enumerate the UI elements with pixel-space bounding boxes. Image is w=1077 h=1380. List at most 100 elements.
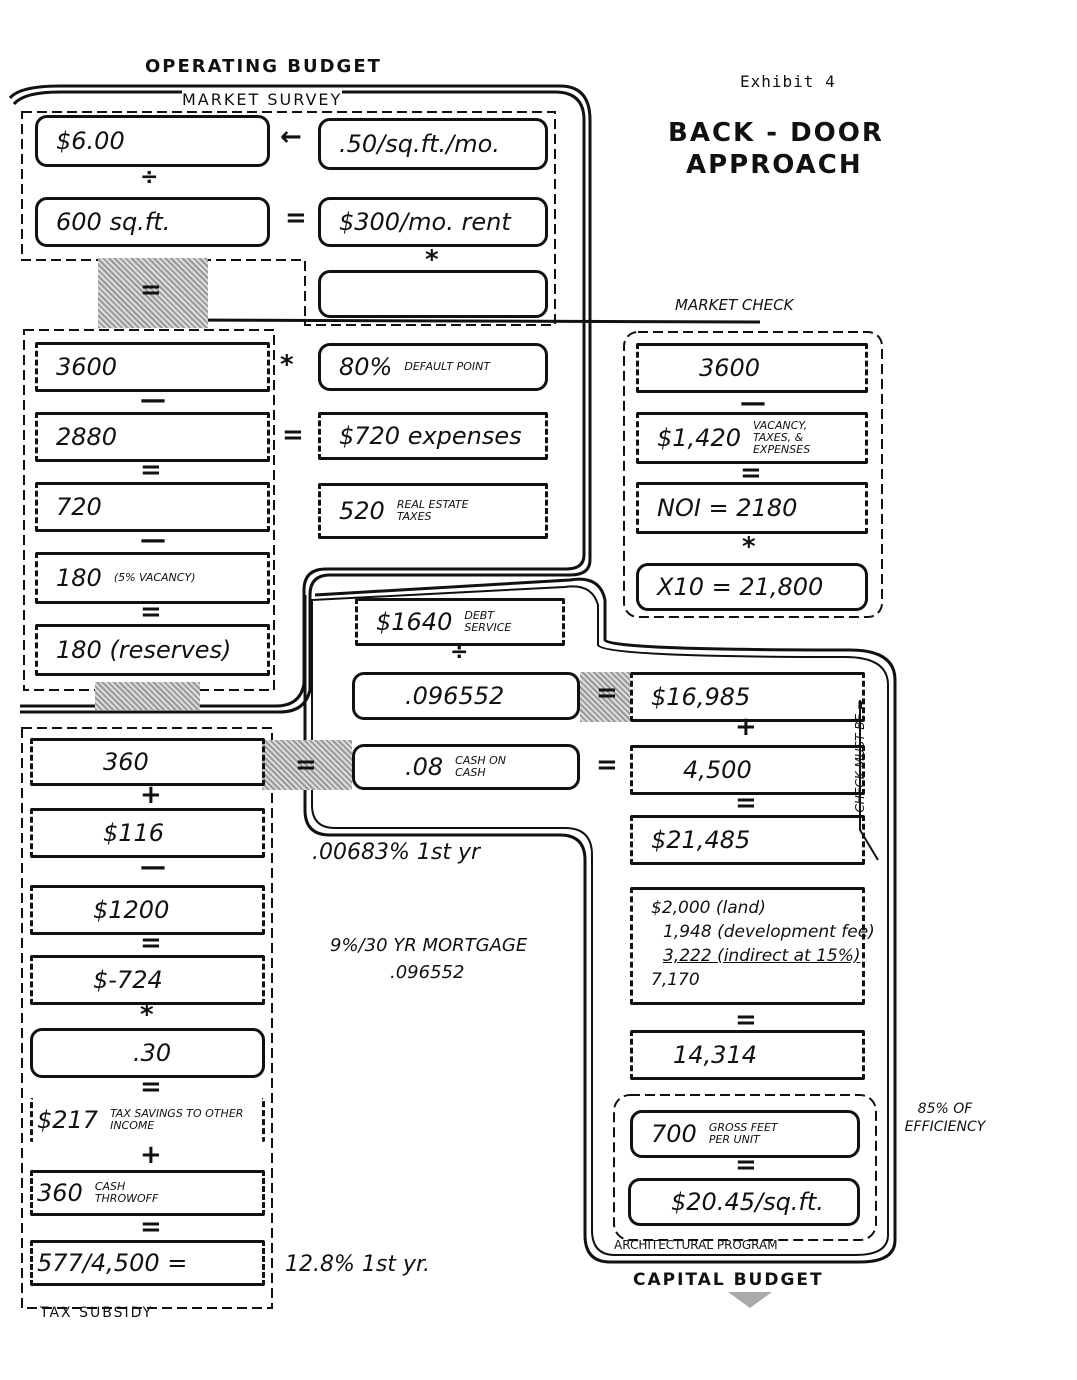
note: default point bbox=[404, 360, 491, 373]
equity-box: 4,500 bbox=[630, 745, 865, 795]
note: (5% vacancy) bbox=[113, 571, 196, 584]
shade bbox=[580, 672, 630, 722]
area-box: 600 sq.ft. bbox=[35, 197, 270, 247]
equals-operator: = bbox=[140, 1212, 162, 1242]
deductions-box: $1,420 vacancy, taxes, & expenses bbox=[636, 412, 868, 464]
note: vacancy, taxes, & expenses bbox=[752, 419, 811, 456]
mortgage-constant-box: .096552 bbox=[352, 672, 580, 720]
equals-operator: = bbox=[735, 1005, 757, 1035]
equals-operator: = bbox=[140, 1072, 162, 1102]
market-value-box: X10 = 21,800 bbox=[636, 563, 868, 611]
times-operator: * bbox=[140, 1000, 154, 1030]
value: 180 bbox=[56, 564, 102, 592]
page-title-line2: Approach bbox=[686, 150, 863, 180]
loan-amount-box: $16,985 bbox=[630, 672, 865, 722]
note: tax savings to other income bbox=[110, 1107, 244, 1132]
market-gross-box: 3600 bbox=[636, 343, 868, 393]
rate-box: .50/sq.ft./mo. bbox=[318, 118, 548, 170]
equals-operator: = bbox=[140, 597, 162, 627]
shade bbox=[98, 258, 208, 328]
times-operator: * bbox=[425, 245, 439, 275]
value: 700 bbox=[651, 1120, 697, 1148]
cash-on-cash-box: .08cash on cash bbox=[352, 744, 580, 790]
note: cash throwoff bbox=[94, 1180, 159, 1205]
land-line: $2,000 (land) bbox=[651, 898, 766, 918]
value: 80% bbox=[339, 353, 393, 381]
exhibit-label: Exhibit 4 bbox=[740, 72, 836, 91]
market-check-connector bbox=[149, 318, 761, 324]
taxable-loss-box: $-724 bbox=[30, 955, 265, 1005]
debt-service-box: $1640 debt service bbox=[355, 598, 565, 646]
note: debt service bbox=[464, 609, 512, 634]
shade bbox=[262, 740, 352, 790]
efficiency-note: 85% of efficiency bbox=[904, 1101, 986, 1135]
architectural-program-border bbox=[613, 1094, 877, 1241]
tax-subsidy-label: Tax Subsidy bbox=[40, 1305, 154, 1321]
shade bbox=[95, 682, 200, 710]
return-box: 577/4,500 = bbox=[30, 1240, 265, 1286]
default-point-box: 80% default point bbox=[318, 343, 548, 391]
market-check-label: Market Check bbox=[675, 296, 794, 314]
times-operator: * bbox=[742, 532, 756, 562]
reserves-box: 180 (reserves) bbox=[35, 624, 270, 676]
arrow-left-icon: ← bbox=[280, 122, 302, 152]
development-fee-line: 1,948 (development fee) bbox=[663, 922, 875, 942]
return-result: 12.8% 1st yr. bbox=[285, 1252, 430, 1277]
market-check-border bbox=[623, 331, 883, 618]
value: $1640 bbox=[376, 608, 453, 636]
construction-budget-box: 14,314 bbox=[630, 1030, 865, 1080]
minus-operator: — bbox=[140, 385, 166, 415]
plus-operator: + bbox=[735, 712, 757, 742]
capital-budget-border bbox=[303, 577, 897, 1264]
cost-per-sqft-box: $20.45/sq.ft. bbox=[628, 1178, 860, 1226]
check-note: Check must be = bbox=[853, 700, 867, 813]
blank-box bbox=[318, 270, 548, 318]
equals-operator: = bbox=[735, 788, 757, 818]
tax-rate-box: .30 bbox=[30, 1028, 265, 1078]
cash-throwoff-box: 360 cash throwoff bbox=[30, 1170, 265, 1216]
equals-operator: = bbox=[735, 1150, 757, 1180]
indirect-line: 3,222 (indirect at 15%) bbox=[663, 946, 861, 966]
architectural-program-label: Architectural Program bbox=[614, 1238, 778, 1252]
value: 520 bbox=[339, 497, 385, 525]
minus-operator: — bbox=[140, 852, 166, 882]
vacancy-box: 180 (5% vacancy) bbox=[35, 552, 270, 604]
expenses-box: $720 expenses bbox=[318, 412, 548, 460]
equals-operator: = bbox=[295, 750, 317, 780]
times-operator: * bbox=[280, 350, 294, 380]
page-title-line1: Back - Door bbox=[668, 118, 884, 148]
plus-operator: + bbox=[140, 780, 162, 810]
value: $1,420 bbox=[657, 424, 741, 452]
note: gross feet per unit bbox=[708, 1121, 778, 1146]
annual-rent-box: $6.00 bbox=[35, 115, 270, 167]
value: 360 bbox=[37, 1179, 83, 1207]
plus-operator: + bbox=[140, 1140, 162, 1170]
gross-feet-box: 700 gross feet per unit bbox=[630, 1110, 860, 1158]
market-survey-border bbox=[21, 111, 556, 326]
amortization-box: $116 bbox=[30, 808, 265, 858]
costs-total: 7,170 bbox=[651, 970, 700, 990]
monthly-rent-box: $300/mo. rent bbox=[318, 197, 548, 247]
divide-operator: ÷ bbox=[140, 165, 159, 190]
land-costs-box: $2,000 (land) 1,948 (development fee) 3,… bbox=[630, 887, 875, 1005]
market-survey-label: Market Survey bbox=[182, 90, 343, 109]
capital-budget-label: Capital Budget bbox=[633, 1270, 824, 1290]
equals-operator: = bbox=[140, 455, 162, 485]
remaining-box: 720 bbox=[35, 482, 270, 532]
equals-operator: = bbox=[140, 928, 162, 958]
after-default-box: 2880 bbox=[35, 412, 270, 462]
cash-flow-box: 360 bbox=[30, 738, 265, 786]
total-value-box: $21,485 bbox=[630, 815, 865, 865]
equals-operator: = bbox=[596, 678, 618, 708]
value: .08 bbox=[405, 753, 444, 781]
operating-budget-title: Operating Budget bbox=[145, 56, 382, 77]
equals-operator: = bbox=[282, 420, 304, 450]
equals-operator: = bbox=[285, 203, 307, 233]
divide-operator: ÷ bbox=[450, 640, 469, 665]
depreciation-box: $1200 bbox=[30, 885, 265, 935]
real-estate-taxes-box: 520real estate taxes bbox=[318, 483, 548, 539]
gross-income-box: 3600 bbox=[35, 342, 270, 392]
arrow-down-icon bbox=[728, 1292, 772, 1308]
equals-operator: = bbox=[596, 750, 618, 780]
noi-box: NOI = 2180 bbox=[636, 482, 868, 534]
